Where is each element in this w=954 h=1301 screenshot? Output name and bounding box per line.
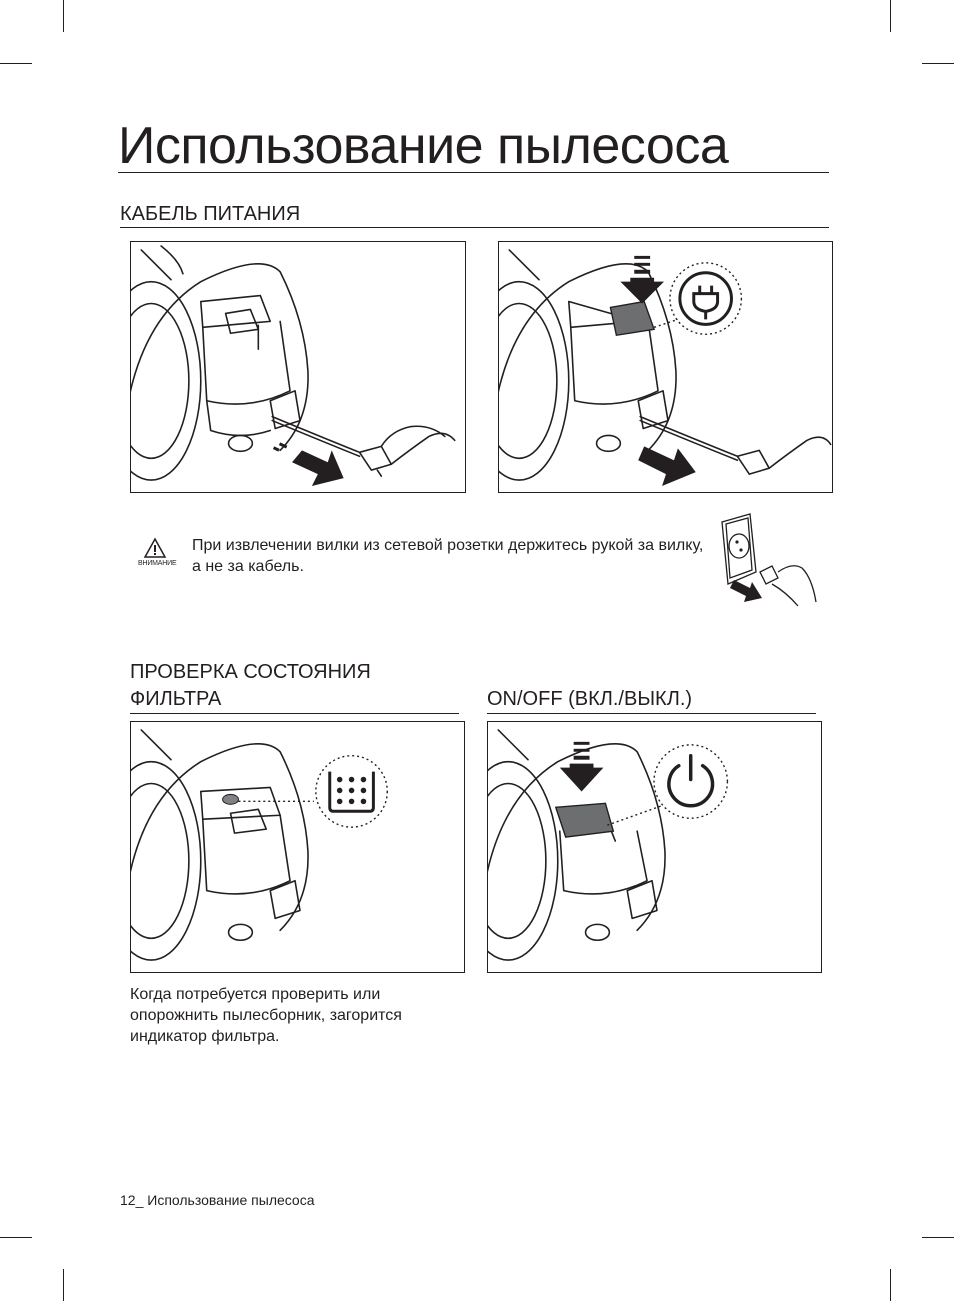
cable-rewind-illustration	[130, 241, 466, 493]
plug-icon	[678, 271, 733, 326]
filter-check-text: Когда потребуется проверить или опорожни…	[130, 986, 402, 1045]
title-rule	[118, 172, 829, 173]
wall-socket-icon	[721, 513, 817, 607]
crop-mark	[0, 1237, 32, 1238]
filter-indicator-icon	[328, 771, 375, 813]
page-title: Использование пылесоса	[118, 117, 729, 175]
power-cable-heading: КАБЕЛЬ ПИТАНИЯ	[120, 203, 301, 225]
section-rule	[120, 227, 829, 228]
on-off-heading: ON/OFF (ВКЛ./ВЫКЛ.)	[487, 688, 693, 710]
section-rule	[487, 713, 816, 714]
caution-text: При извлечении вилки из сетевой розетки …	[192, 537, 704, 575]
footer-text: _ Использование пылесоса	[135, 1192, 315, 1208]
crop-mark	[922, 63, 954, 64]
crop-mark	[63, 1269, 64, 1301]
crop-mark	[63, 0, 64, 32]
warning-icon	[143, 537, 167, 558]
crop-mark	[922, 1237, 954, 1238]
warning-label: ВНИМАНИЕ	[138, 560, 177, 567]
cable-rewind-button-illustration	[498, 241, 833, 493]
power-button-illustration	[487, 721, 822, 973]
crop-mark	[890, 1269, 891, 1301]
section-rule	[130, 713, 459, 714]
page-footer: 12_ Использование пылесоса	[120, 1192, 315, 1208]
page-number: 12	[120, 1192, 136, 1208]
crop-mark	[890, 0, 891, 32]
power-icon	[667, 753, 715, 808]
filter-check-heading-line2: ФИЛЬТРА	[130, 688, 222, 710]
crop-mark	[0, 63, 32, 64]
filter-indicator-illustration	[130, 721, 465, 973]
filter-check-heading-line1: ПРОВЕРКА СОСТОЯНИЯ	[130, 661, 371, 683]
